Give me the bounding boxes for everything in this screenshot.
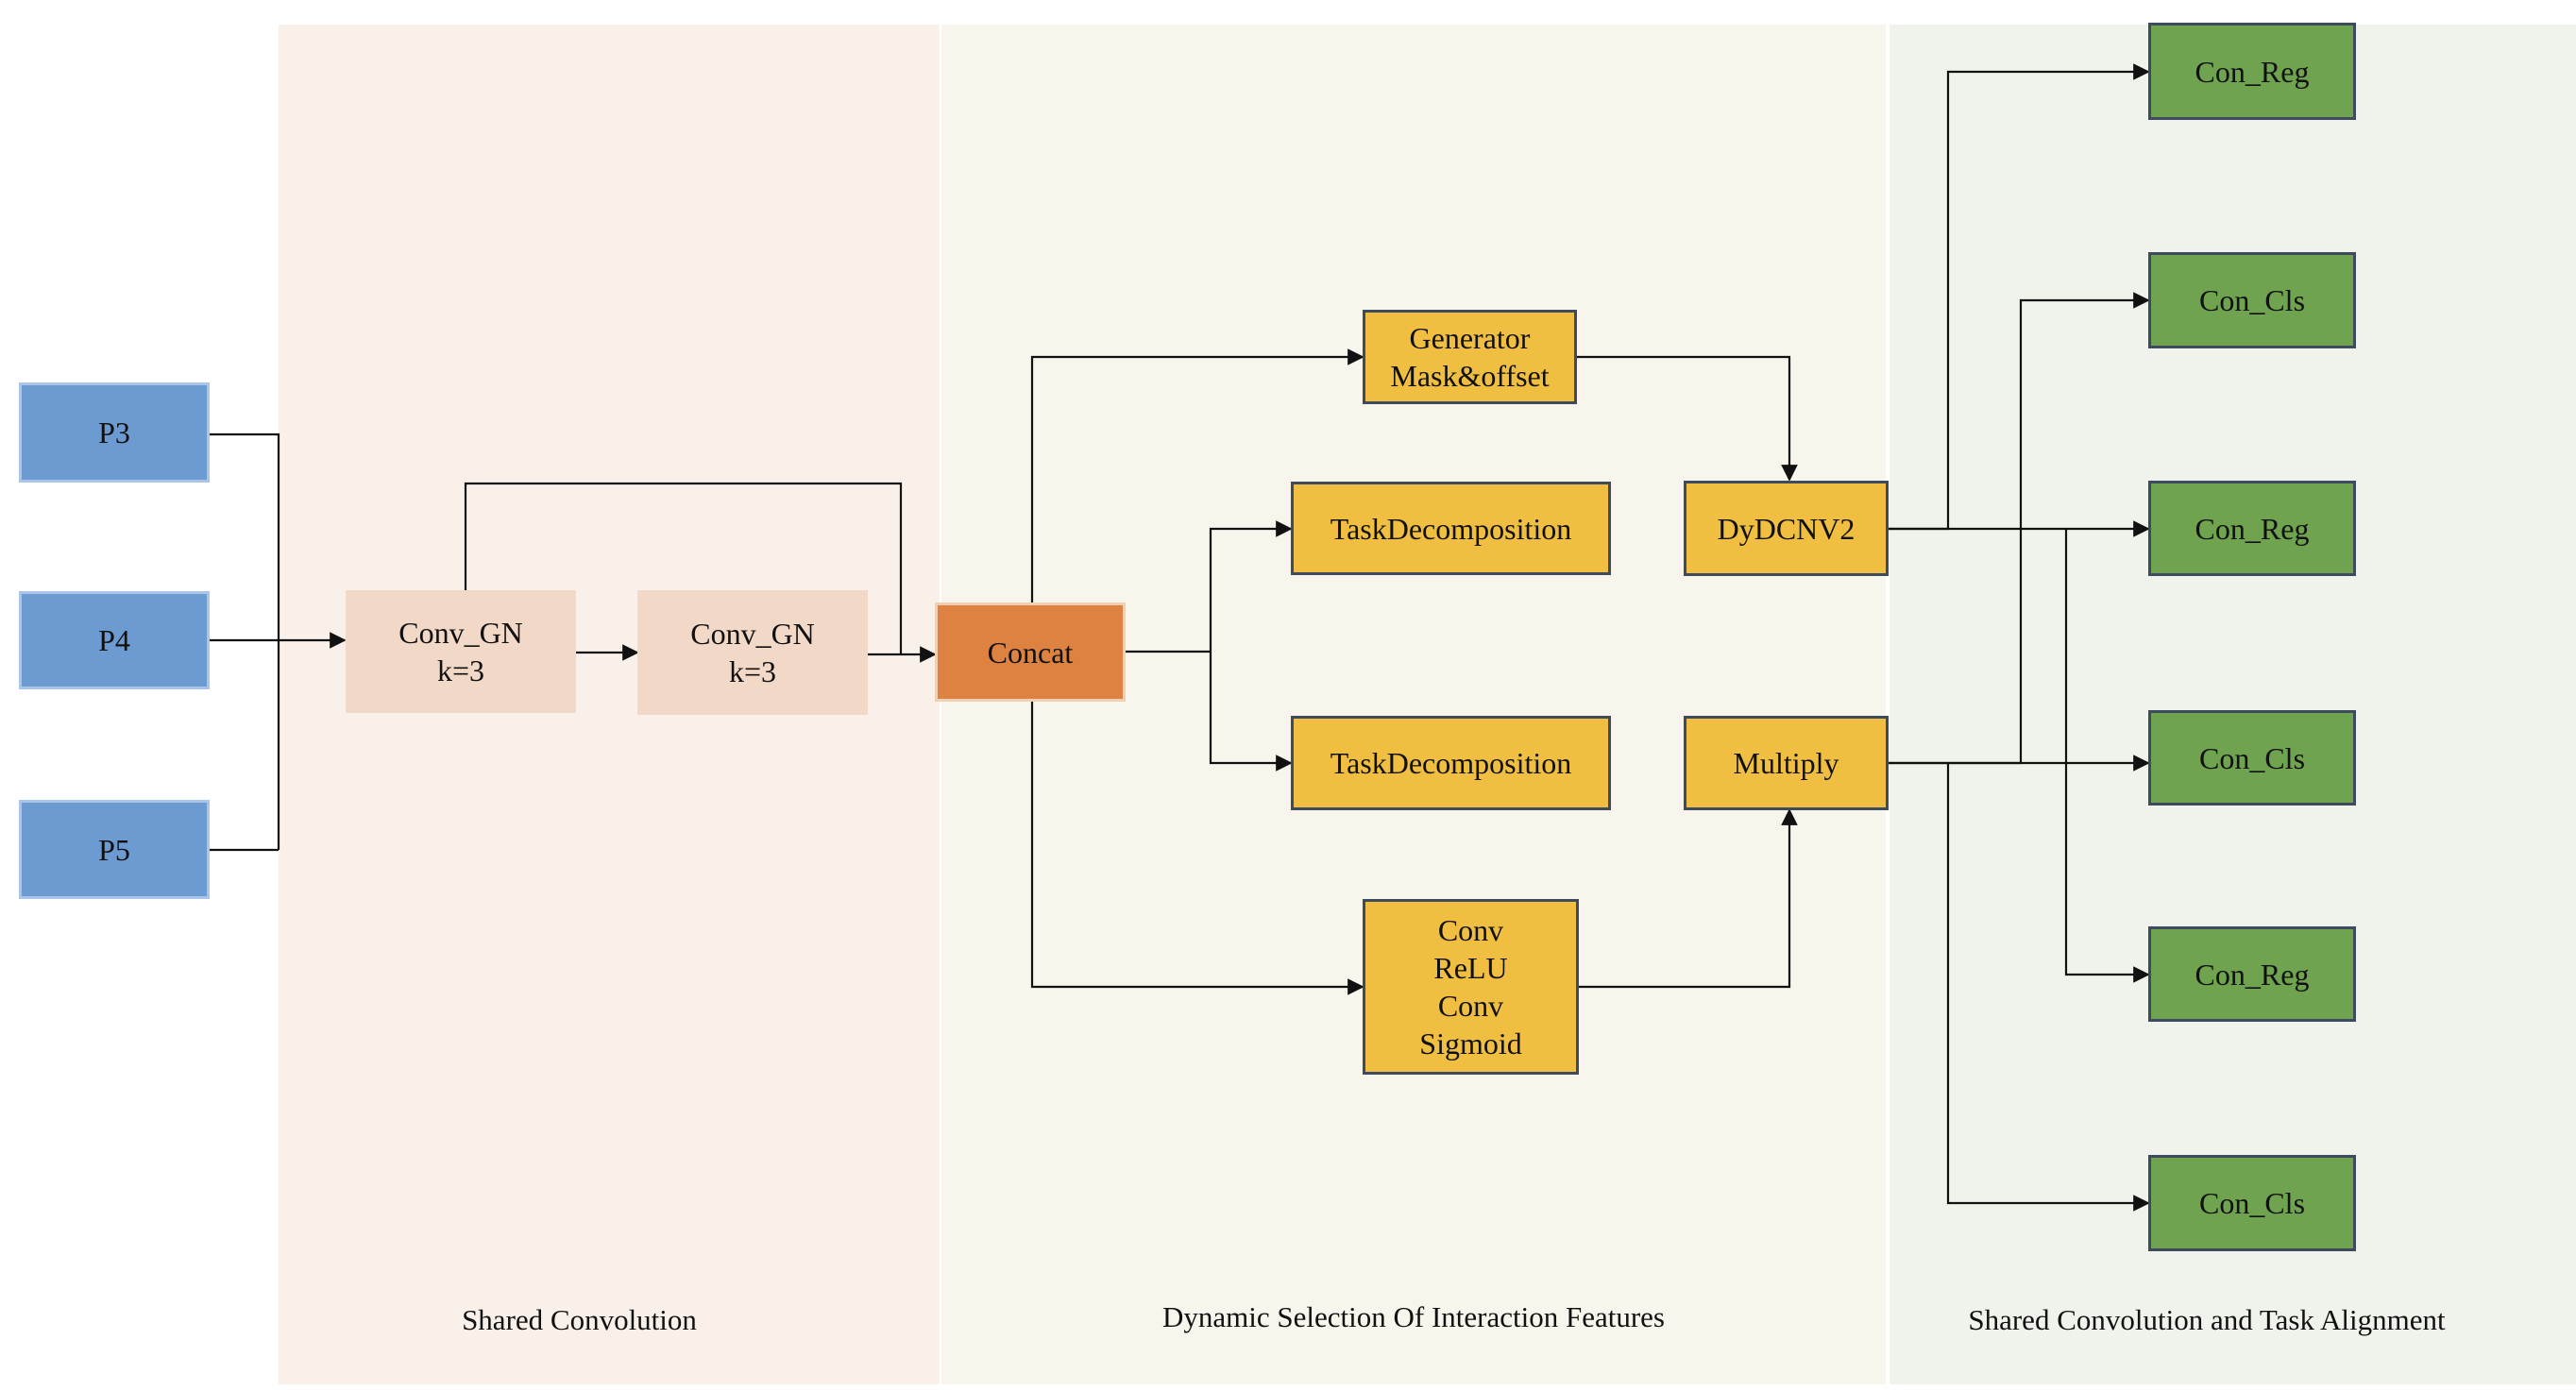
edge-multiply-out6 [1946,763,2150,1212]
output-con-cls-1: Con_Cls [2148,252,2356,348]
conv-gn-block-2: Conv_GN k=3 [637,590,868,715]
edge-dydcnv2-out5 [2064,529,2150,983]
output-con-reg-3: Con_Reg [2148,926,2356,1022]
task-decomposition-block-2: TaskDecomposition [1291,716,1611,810]
input-p5: P5 [19,800,210,899]
output-con-reg-1: Con_Reg [2148,23,2356,120]
dynamic-selection-panel [941,25,1886,1384]
edge-attn-multiply [1579,808,1798,989]
output-con-cls-2: Con_Cls [2148,710,2356,806]
edge-concat-generator [1030,348,1364,604]
dydcnv2-block: DyDCNV2 [1684,481,1889,576]
edge-multiply-out2 [1889,292,2150,765]
input-p3: P3 [19,382,210,483]
edge-skip [464,482,903,654]
edge-p3-merge [210,433,280,850]
concat-block: Concat [935,602,1126,702]
edge-concat-attn [1030,702,1364,995]
edge-split-task1 [1209,520,1293,652]
output-con-reg-2: Con_Reg [2148,481,2356,576]
section-label-dynamic-selection: Dynamic Selection Of Interaction Feature… [1162,1300,1665,1333]
edge-generator-dydcnv2 [1577,355,1798,482]
input-p4: P4 [19,591,210,689]
conv-gn-block-1: Conv_GN k=3 [346,590,576,713]
section-label-shared-convolution: Shared Convolution [462,1303,697,1336]
task-decomposition-block-1: TaskDecomposition [1291,482,1611,575]
multiply-block: Multiply [1684,716,1889,810]
output-con-cls-3: Con_Cls [2148,1155,2356,1251]
section-label-task-alignment: Shared Convolution and Task Alignment [1968,1303,2446,1336]
generator-block: Generator Mask&offset [1363,310,1577,404]
attention-block: Conv ReLU Conv Sigmoid [1363,899,1579,1075]
edge-split-task2 [1209,652,1293,772]
